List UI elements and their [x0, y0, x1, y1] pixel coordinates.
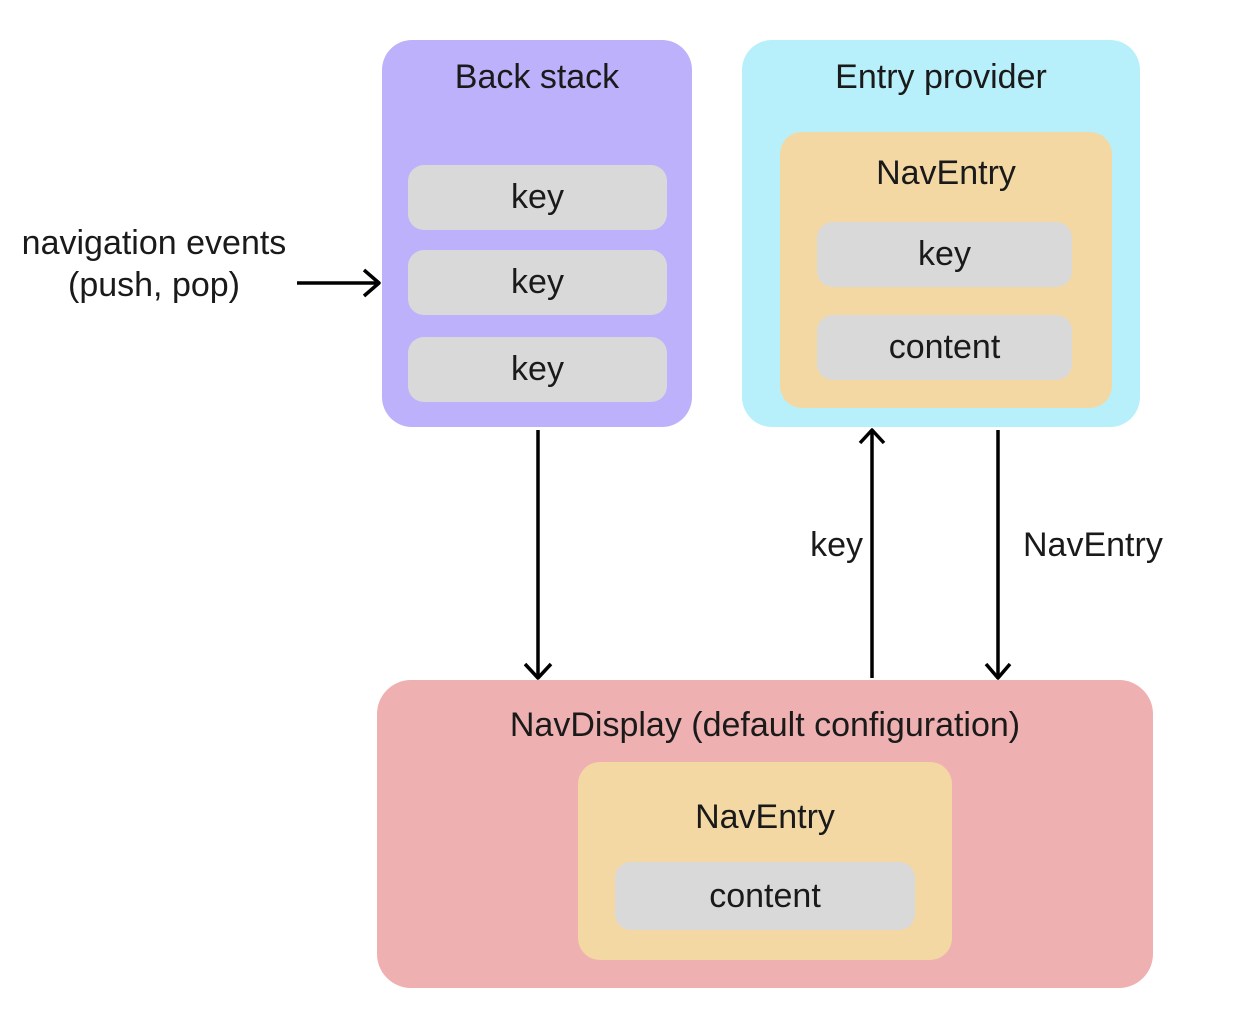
entry-provider-naventry-title: NavEntry [876, 154, 1016, 192]
entry-provider-naventry-box: NavEntry key content [780, 132, 1112, 408]
naventry-content-pill: content [817, 315, 1072, 380]
push-pop-arrow [297, 268, 381, 298]
nav-display-title: NavDisplay (default configuration) [509, 706, 1021, 744]
naventry-down-arrow [984, 430, 1012, 680]
naventry-arrow-label: NavEntry [1023, 526, 1163, 564]
key-up-arrow [858, 428, 886, 678]
naventry-content-pill: content [615, 862, 915, 930]
back-stack-key-pill: key [408, 165, 667, 230]
entry-provider-box: Entry provider NavEntry key content [742, 40, 1140, 427]
back-stack-title: Back stack [454, 58, 620, 96]
nav-display-naventry-box: NavEntry content [578, 762, 952, 960]
back-stack-box: Back stack key key key [382, 40, 692, 427]
back-stack-key-pill: key [408, 337, 667, 402]
navigation-events-line2: (push, pop) [68, 266, 240, 304]
key-arrow-label: key [810, 526, 863, 564]
nav-display-box: NavDisplay (default configuration) NavEn… [377, 680, 1153, 988]
back-stack-key-pill: key [408, 250, 667, 315]
backstack-to-navdisplay-arrow [523, 430, 553, 680]
navigation-events-label: navigation events (push, pop) [8, 222, 300, 306]
naventry-key-pill: key [817, 222, 1072, 287]
nav-display-naventry-title: NavEntry [695, 798, 835, 836]
entry-provider-title: Entry provider [835, 58, 1047, 96]
navigation-events-line1: navigation events [21, 224, 287, 262]
